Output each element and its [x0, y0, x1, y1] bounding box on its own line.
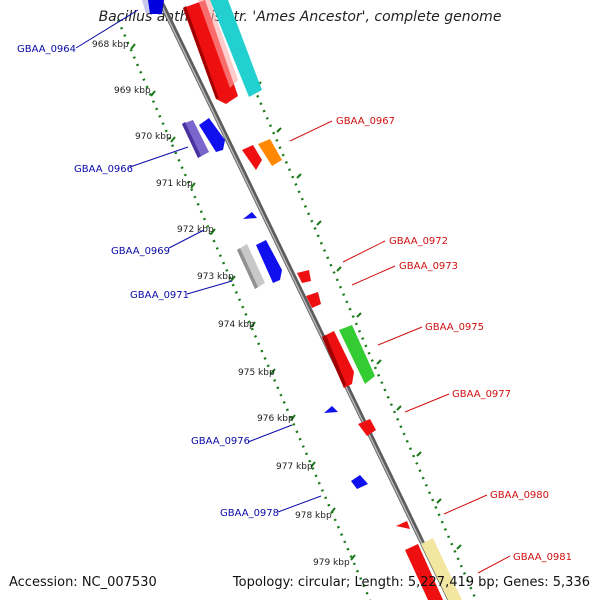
gene-arrow[interactable]: [322, 335, 346, 388]
backbone: [157, 0, 453, 600]
gene-arrow[interactable]: [243, 212, 257, 219]
ruler-label-969: 969 kbp: [114, 86, 151, 96]
ruler-label-976: 976 kbp: [257, 414, 294, 424]
gene-arrow[interactable]: [324, 406, 338, 413]
ruler-label-973: 973 kbp: [197, 272, 234, 282]
gene-arrow[interactable]: [199, 118, 225, 152]
gene-label-gbaa-0966[interactable]: GBAA_0966: [74, 164, 133, 175]
gene-arrow[interactable]: [297, 270, 311, 283]
gene-label-gbaa-0971[interactable]: GBAA_0971: [130, 290, 189, 301]
accession-text: Accession: NC_007530: [9, 575, 157, 590]
ruler-label-975: 975 kbp: [238, 368, 275, 378]
gene-arrow[interactable]: [198, 0, 238, 88]
gene-label-gbaa-0976[interactable]: GBAA_0976: [191, 436, 250, 447]
ruler-label-971: 971 kbp: [156, 179, 193, 189]
gene-arrow[interactable]: [421, 538, 462, 600]
gene-arrow[interactable]: [358, 419, 376, 436]
ruler-label-978: 978 kbp: [295, 511, 332, 521]
ruler-label-970: 970 kbp: [135, 132, 172, 142]
gene-arrow[interactable]: [182, 122, 201, 158]
gene-label-gbaa-0973[interactable]: GBAA_0973: [399, 261, 458, 272]
ruler-label-972: 972 kbp: [177, 225, 214, 235]
ruler-right: [214, 0, 478, 600]
gene-arrow[interactable]: [183, 6, 219, 99]
gene-arrow[interactable]: [210, 0, 262, 97]
ruler-label-977: 977 kbp: [276, 462, 313, 472]
gene-features: [142, 0, 462, 600]
gene-label-gbaa-0977[interactable]: GBAA_0977: [452, 389, 511, 400]
gene-arrow[interactable]: [148, 0, 164, 14]
gene-arrow[interactable]: [183, 0, 238, 104]
gene-label-gbaa-0972[interactable]: GBAA_0972: [389, 236, 448, 247]
topology-text: Topology: circular; Length: 5,227,419 bp…: [232, 575, 590, 590]
gene-label-gbaa-0975[interactable]: GBAA_0975: [425, 322, 484, 333]
gene-arrow[interactable]: [339, 325, 375, 384]
gene-label-gbaa-0978[interactable]: GBAA_0978: [220, 508, 279, 519]
gene-arrow[interactable]: [405, 544, 443, 600]
gene-arrow[interactable]: [242, 145, 262, 170]
gene-label-gbaa-0969[interactable]: GBAA_0969: [111, 246, 170, 257]
gene-arrow[interactable]: [351, 475, 368, 489]
gene-label-gbaa-0964[interactable]: GBAA_0964: [17, 44, 76, 55]
gene-arrow[interactable]: [256, 240, 282, 283]
ruler-left: [116, 19, 372, 600]
leader-lines-left: [75, 9, 322, 513]
gene-label-gbaa-0980[interactable]: GBAA_0980: [490, 490, 549, 501]
leader-lines-right: [289, 120, 511, 574]
ruler-label-974: 974 kbp: [218, 320, 255, 330]
gene-arrow[interactable]: [258, 139, 282, 166]
gene-label-gbaa-0967[interactable]: GBAA_0967: [336, 116, 395, 127]
gene-arrow[interactable]: [396, 521, 410, 529]
ruler-label-968: 968 kbp: [92, 40, 129, 50]
gene-arrow[interactable]: [182, 120, 209, 158]
gene-label-gbaa-0981[interactable]: GBAA_0981: [513, 552, 572, 563]
gene-arrow[interactable]: [306, 292, 321, 308]
gene-arrow[interactable]: [237, 248, 258, 289]
ruler-ticks: [130, 34, 462, 561]
ruler-label-979: 979 kbp: [313, 558, 350, 568]
gene-arrow[interactable]: [237, 244, 265, 289]
